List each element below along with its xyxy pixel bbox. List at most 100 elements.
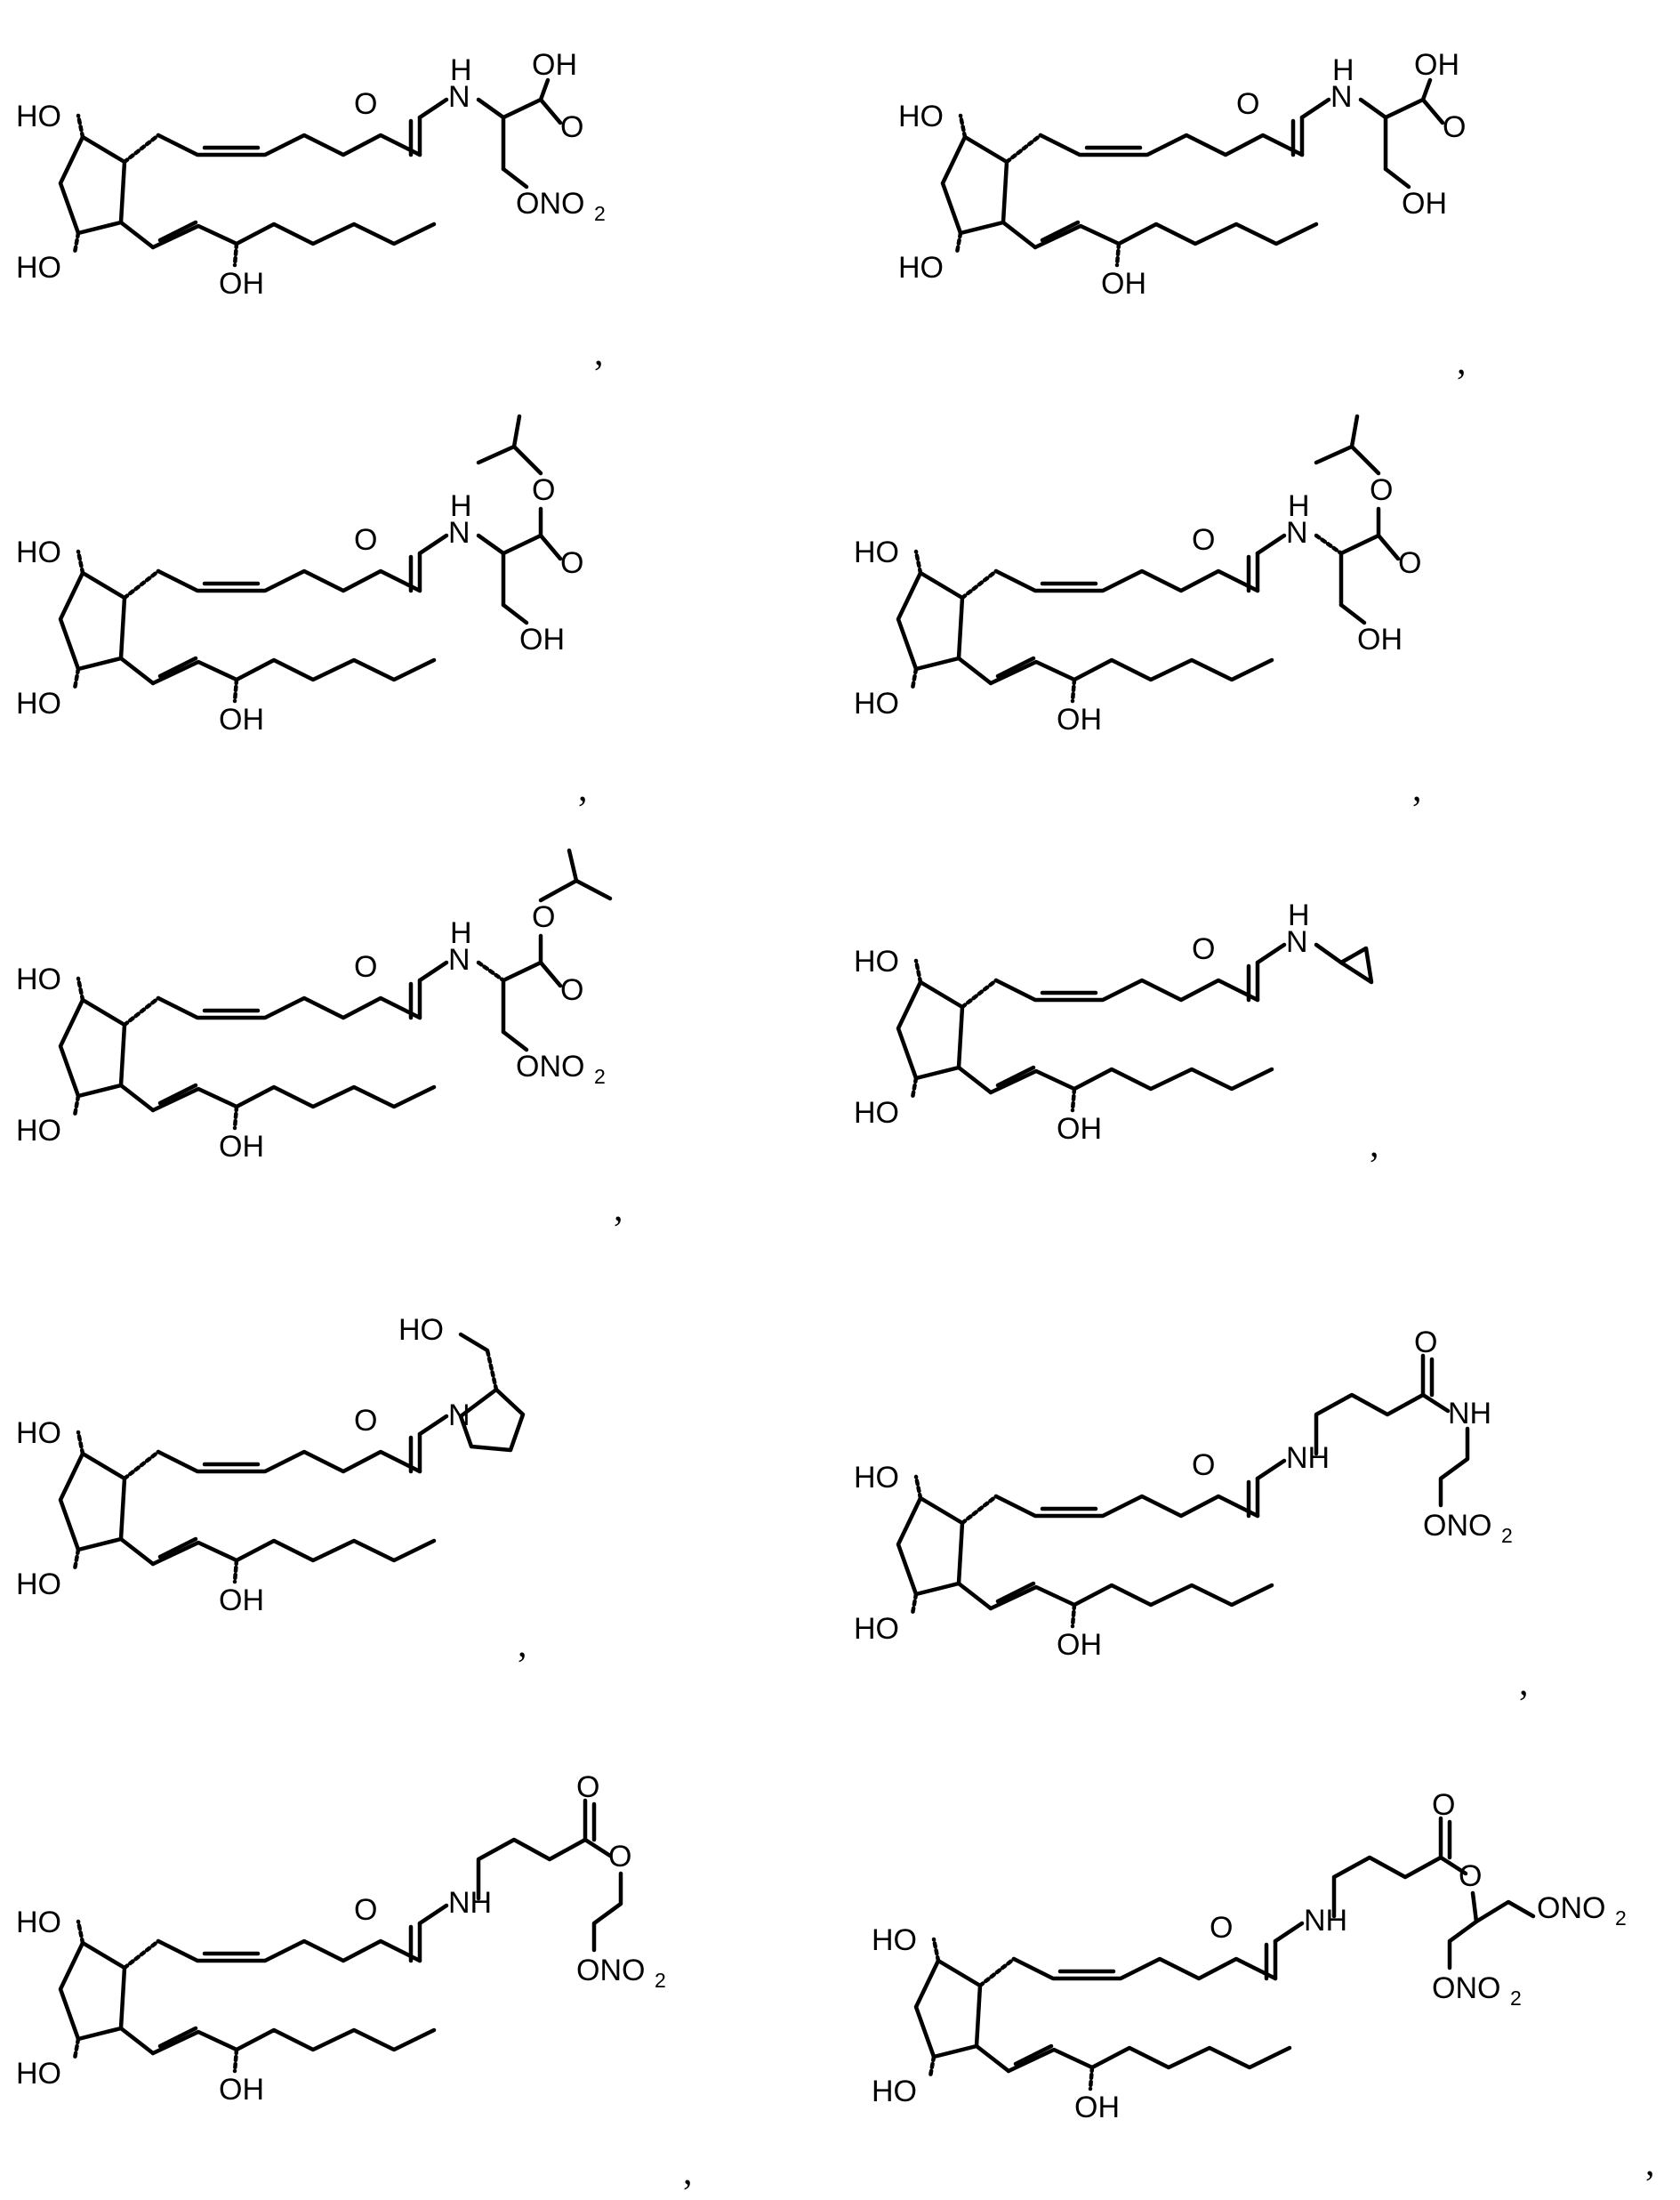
label-oh-chain: OH [219, 1584, 264, 1617]
label-oh-chain: OH [1057, 703, 1102, 737]
label-o-ester: O [1370, 473, 1393, 507]
label-ho-top: HO [898, 100, 944, 133]
label-ho-prolinol: HO [398, 1313, 444, 1347]
label-oh-chain: OH [219, 267, 264, 301]
separator-comma: , [683, 2152, 693, 2193]
label-h: H [450, 489, 472, 523]
label-h: H [1332, 53, 1354, 87]
label-ho-bottom: HO [16, 1114, 61, 1148]
label-ono: ONO [576, 1954, 645, 1987]
label-o-carbonyl: O [354, 1404, 377, 1438]
label-ho-bottom: HO [854, 687, 899, 721]
label-ho-bottom: HO [898, 251, 944, 285]
label-n: N [1286, 925, 1308, 959]
label-ho-top: HO [872, 1923, 917, 1957]
label-h: H [1288, 489, 1310, 523]
label-n: N [1286, 516, 1308, 550]
label-ho-top: HO [16, 963, 61, 996]
label-o-acid: O [560, 546, 583, 580]
separator-comma: , [578, 769, 588, 810]
label-ho-top: HO [854, 1461, 899, 1495]
label-o-carbonyl: O [1192, 932, 1215, 966]
label-ho-bottom: HO [854, 1612, 899, 1646]
label-ho-top: HO [16, 1906, 61, 1939]
label-h: H [450, 916, 472, 950]
label-n: N [448, 943, 470, 977]
structure-3: HO HO OH O N H O O OH [16, 414, 583, 737]
separator-comma: , [1457, 342, 1467, 383]
structure-7: HO HO OH O N HO [16, 1313, 526, 1617]
label-sub-2: 2 [594, 1065, 606, 1088]
label-o-carbonyl: O [1236, 87, 1259, 121]
label-oh-chain: OH [219, 1130, 264, 1164]
label-ho-bottom: HO [16, 687, 61, 721]
label-sub-2: 2 [1501, 1524, 1513, 1547]
label-oh-chain: OH [1101, 267, 1146, 301]
label-o-acid: O [560, 110, 583, 144]
separator-comma: , [1519, 1663, 1529, 1704]
label-o-ester: O [532, 473, 555, 507]
label-o-carbonyl-2: O [576, 1770, 599, 1804]
label-ho-top: HO [16, 1416, 61, 1450]
separator-comma: , [1645, 2143, 1655, 2184]
label-ho-bottom: HO [16, 1567, 61, 1601]
label-oh-side: OH [1357, 623, 1403, 657]
label-o-carbonyl: O [1192, 523, 1215, 557]
separator-comma: , [1370, 1124, 1379, 1165]
label-nh-2: NH [1448, 1397, 1491, 1430]
label-ho-top: HO [854, 945, 899, 979]
structure-9: HO HO OH O NH O O ONO 2 [16, 1770, 666, 2107]
structure-4: HO HO OH O N H O O OH [854, 414, 1421, 737]
label-oh-acid: OH [532, 48, 577, 82]
label-o-acid: O [1443, 110, 1466, 144]
label-sub-2: 2 [1615, 1906, 1627, 1930]
label-o-carbonyl: O [1210, 1911, 1233, 1945]
label-ho-top: HO [16, 100, 61, 133]
label-ono-2: ONO [1432, 1971, 1500, 2005]
label-oh-chain: OH [219, 703, 264, 737]
label-o-ester: O [532, 900, 555, 934]
label-o-ester: O [1459, 1859, 1482, 1893]
label-nh: NH [1304, 1904, 1347, 1938]
label-ho-bottom: HO [16, 2057, 61, 2091]
label-n: N [448, 1398, 470, 1432]
label-o-acid: O [1398, 546, 1421, 580]
structure-1: HO HO OH O N H OH O ONO 2 [16, 48, 606, 301]
label-ono: ONO [1423, 1509, 1491, 1543]
label-o-carbonyl-2: O [1432, 1788, 1455, 1822]
label-o-carbonyl: O [354, 523, 377, 557]
label-oh-chain: OH [1074, 2091, 1120, 2124]
separator-comma: , [614, 1189, 623, 1229]
label-ho-top: HO [16, 536, 61, 569]
label-oh-side: OH [1402, 187, 1447, 221]
label-oh-chain: OH [219, 2073, 264, 2107]
structure-8: HO HO OH O NH O NH ONO 2 [854, 1326, 1513, 1662]
separator-comma: , [518, 1624, 527, 1665]
label-ono: ONO [516, 1050, 584, 1084]
separator-comma: , [594, 333, 604, 374]
label-oh-acid: OH [1414, 48, 1459, 82]
structure-2: HO HO OH O N H OH O OH [898, 48, 1466, 301]
label-o-carbonyl: O [354, 1893, 377, 1927]
label-ho-bottom: HO [872, 2075, 917, 2108]
label-o-carbonyl-2: O [1414, 1326, 1437, 1359]
label-h: H [1288, 899, 1310, 932]
label-ho-bottom: HO [16, 251, 61, 285]
label-oh-chain: OH [1057, 1628, 1102, 1662]
label-nh: NH [448, 1886, 492, 1920]
label-oh-side: OH [519, 623, 565, 657]
label-ono-1: ONO [1537, 1891, 1605, 1925]
label-n: N [448, 516, 470, 550]
label-nh-1: NH [1286, 1441, 1330, 1475]
label-ho-bottom: HO [854, 1096, 899, 1130]
label-oh-chain: OH [1057, 1112, 1102, 1146]
structure-5: HO HO OH O N H O O ONO 2 [16, 848, 613, 1164]
label-o-ester: O [608, 1840, 631, 1874]
label-sub-2b: 2 [1510, 1986, 1522, 2010]
separator-comma: , [1412, 769, 1422, 810]
structure-6: HO HO OH O N H [854, 899, 1374, 1146]
label-o-carbonyl: O [354, 950, 377, 984]
label-sub-2: 2 [655, 1969, 666, 1992]
label-h: H [450, 53, 472, 87]
label-o-carbonyl: O [354, 87, 377, 121]
